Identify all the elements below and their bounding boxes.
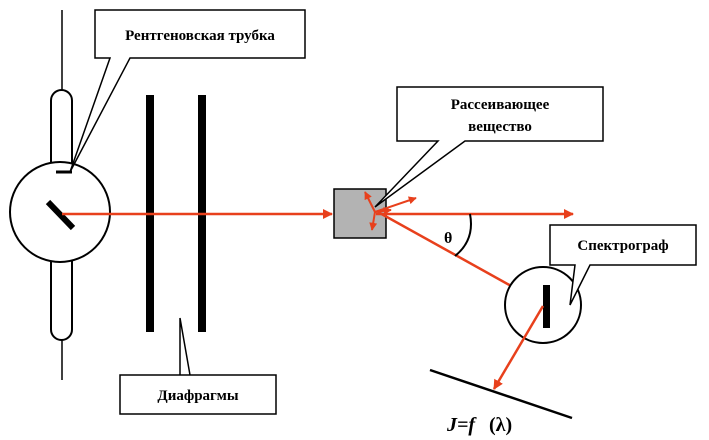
xray-tube	[9, 10, 111, 380]
callout-diaphragms-shape	[119, 317, 277, 415]
callout-scatterer-text-1: Рассеивающее	[451, 97, 550, 113]
detector-screen	[429, 368, 573, 420]
scatter-ray-2	[364, 191, 376, 213]
callout-spectrograph: Спектрограф	[549, 224, 697, 306]
callout-tube-text: Рентгеновская трубка	[125, 28, 275, 44]
callout-tube: Рентгеновская трубка	[69, 9, 306, 173]
angle-label: θ	[444, 230, 452, 247]
diffracted-beam	[492, 305, 545, 390]
scatter-burst	[364, 191, 417, 231]
callout-spectrograph-shape	[549, 224, 697, 306]
callout-diaphragms-text: Диафрагмы	[157, 388, 239, 404]
callout-diaphragms: Диафрагмы	[119, 317, 277, 415]
scatter-ray-1	[374, 196, 417, 213]
spectrograph	[504, 266, 582, 344]
callout-scatterer-text-2: вещество	[468, 119, 532, 135]
scatter-ray-3	[369, 211, 378, 231]
angle-arc	[454, 213, 472, 257]
callout-spectrograph-text: Спектрограф	[577, 238, 668, 254]
formula-argument: (λ)	[489, 414, 512, 436]
tube-anode	[45, 199, 76, 231]
formula: J=f (λ)	[446, 414, 512, 436]
callout-scatterer: Рассеивающее вещество	[374, 86, 604, 208]
spectrograph-crystal	[543, 285, 550, 328]
formula-main: J=f	[446, 414, 477, 436]
scatter-ray-4	[374, 206, 392, 215]
callout-scatterer-shape	[374, 86, 604, 208]
callout-tube-shape	[69, 9, 306, 173]
